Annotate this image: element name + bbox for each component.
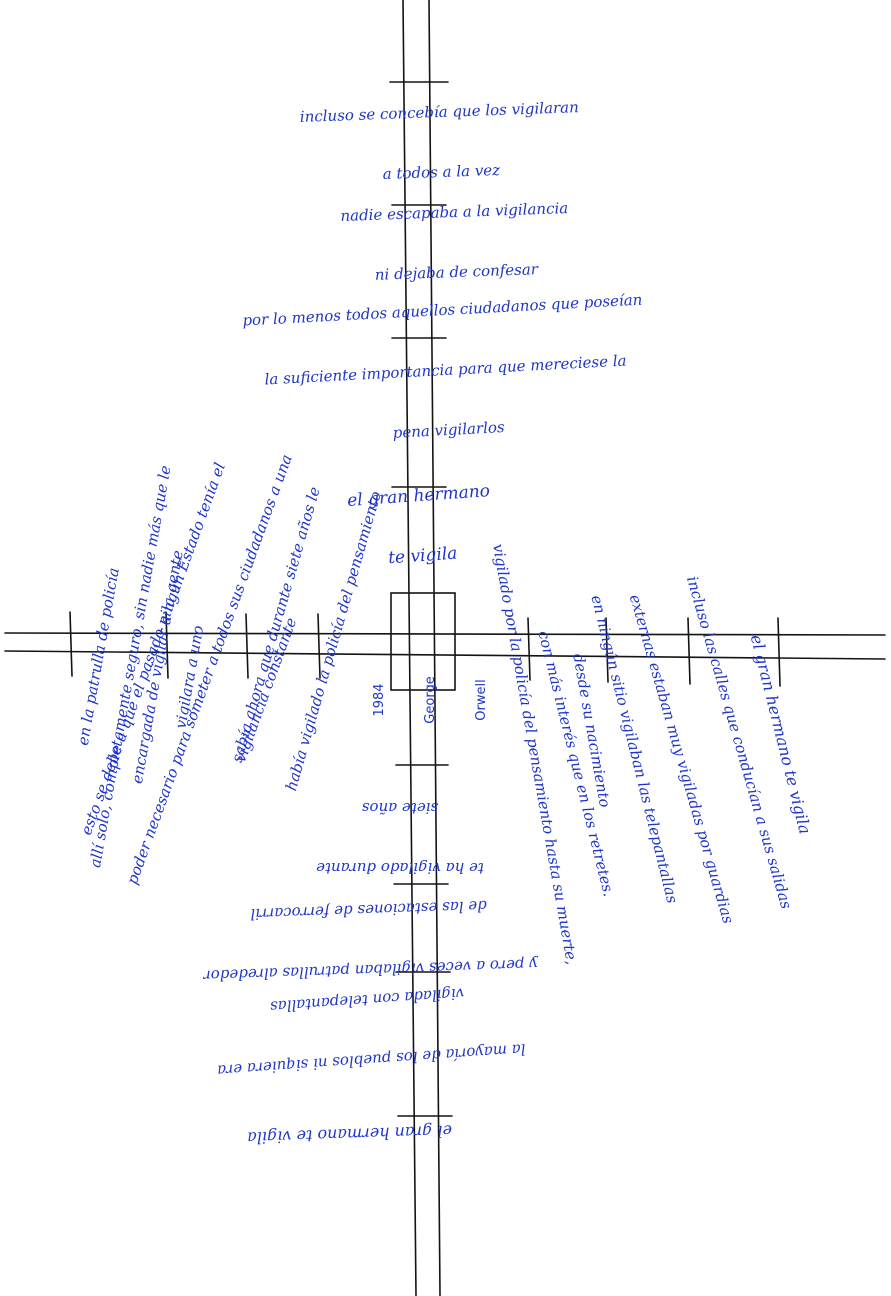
note-line: el gran hermano te vigila [246, 1121, 453, 1148]
note-line: vigilada con telepantallas [269, 984, 465, 1016]
horizontal-tick [317, 613, 321, 679]
note-bottom-4: el gran hermano te vigila [219, 1099, 482, 1188]
horizontal-tick [245, 613, 249, 679]
note-bottom-3: la mayoría de los pueblos ni siquiera er… [166, 956, 575, 1124]
horizontal-rail-top [4, 632, 886, 636]
center-label-line: 1984 [372, 683, 387, 717]
center-label-line: Orwell [474, 679, 489, 721]
center-box-label: 1984 George Orwell [337, 650, 507, 750]
note-line: por lo menos todos aquellos ciudadanos q… [241, 290, 643, 330]
center-label-line: George [423, 676, 438, 724]
center-box [390, 592, 456, 691]
horizontal-rail-bottom [4, 650, 886, 660]
horizontal-tick [527, 617, 531, 681]
horizontal-tick [777, 617, 781, 687]
vertical-rail-left [402, 0, 417, 1296]
note-line: la suficiente importancia para que merec… [264, 351, 627, 389]
horizontal-tick [69, 611, 73, 677]
note-line: la mayoría de los pueblos ni siquiera er… [216, 1040, 527, 1080]
note-line: incluso se concebía que los vigilaran [299, 98, 580, 126]
horizontal-tick [687, 617, 691, 685]
note-line: de las estaciones de ferrocarril [250, 896, 488, 924]
note-line: nadie escapaba a la vigilancia [340, 199, 569, 225]
vertical-rail-right [428, 0, 441, 1296]
horizontal-tick [165, 611, 169, 679]
horizontal-tick [605, 617, 609, 683]
